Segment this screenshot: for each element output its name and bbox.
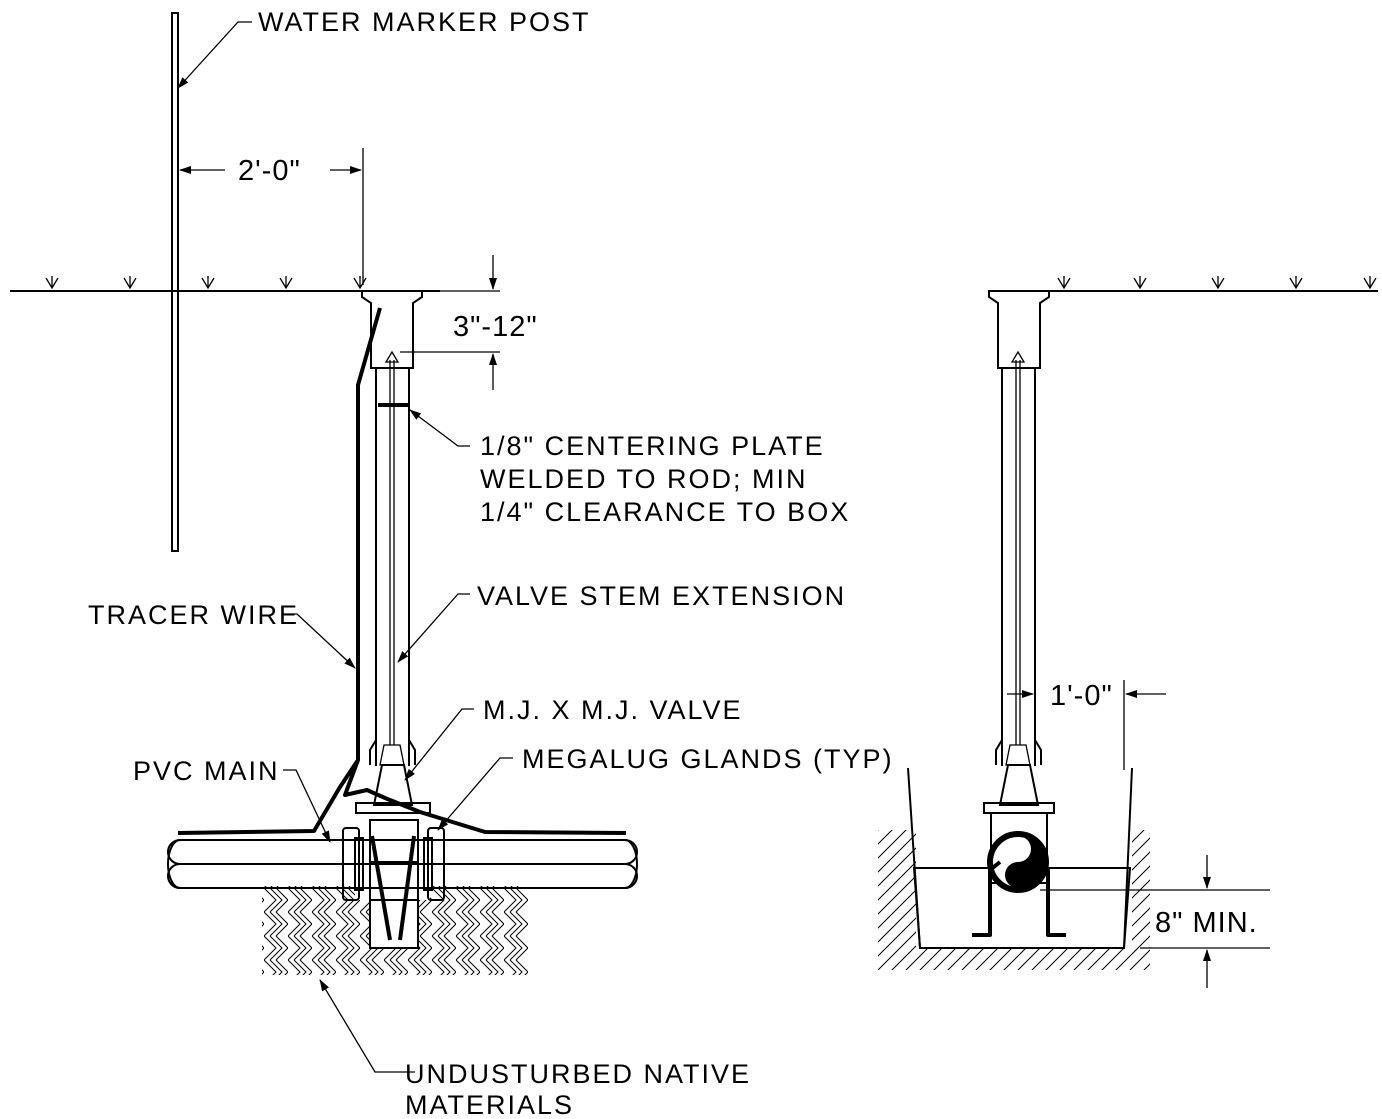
right-valve-box xyxy=(988,290,1050,766)
valve-box xyxy=(361,290,423,766)
marker-post-leader xyxy=(177,21,252,89)
right-trench xyxy=(878,767,1150,970)
mj-valve-label: M.J. X M.J. VALVE xyxy=(483,695,743,725)
undisturbed-label-2: MATERIALS xyxy=(405,1090,574,1119)
megalug-glands-label: MEGALUG GLANDS (TYP) xyxy=(522,744,894,774)
dim-3-12: 3"-12" xyxy=(400,255,538,390)
dim-2ft: 2'-0" xyxy=(179,148,364,285)
right-ground-line xyxy=(1048,276,1378,292)
pvc-main-leader xyxy=(283,769,331,843)
pvc-pipe xyxy=(167,839,638,889)
centering-plate-label-2: WELDED TO ROD; MIN xyxy=(480,464,808,494)
svg-text:3"-12": 3"-12" xyxy=(453,311,538,343)
right-valve xyxy=(972,764,1066,937)
left-native-soil xyxy=(262,886,528,975)
valve-stem-rod xyxy=(378,350,408,766)
centering-plate-leader xyxy=(409,409,470,447)
tracer-wire xyxy=(177,307,627,835)
megalug-leader xyxy=(437,757,513,831)
undisturbed-leader xyxy=(319,979,415,1073)
svg-text:1'-0": 1'-0" xyxy=(1050,680,1113,712)
tracer-wire-leader xyxy=(283,613,356,669)
water-marker-post xyxy=(171,12,179,552)
centering-plate-label-3: 1/4" CLEARANCE TO BOX xyxy=(480,497,850,527)
valve-stem-extension-label: VALVE STEM EXTENSION xyxy=(477,581,846,611)
svg-text:2'-0": 2'-0" xyxy=(238,155,301,187)
centering-plate-label-1: 1/8" CENTERING PLATE xyxy=(480,431,825,461)
water-marker-post-label: WATER MARKER POST xyxy=(258,7,591,37)
mj-valve-body xyxy=(342,764,445,901)
mj-valve-leader xyxy=(404,708,474,781)
undisturbed-label-1: UNDUSTURBED NATIVE xyxy=(405,1059,751,1089)
tracer-wire-label: TRACER WIRE xyxy=(88,600,299,630)
left-thrust-block xyxy=(369,835,419,949)
left-ground-line xyxy=(10,276,440,292)
svg-text:8" MIN.: 8" MIN. xyxy=(1155,907,1258,939)
dim-8in: 8" MIN. xyxy=(1040,855,1270,988)
dim-1ft: 1'-0" xyxy=(1007,680,1166,770)
valve-stem-extension-leader xyxy=(397,593,470,663)
pvc-main-label: PVC MAIN xyxy=(133,756,280,786)
